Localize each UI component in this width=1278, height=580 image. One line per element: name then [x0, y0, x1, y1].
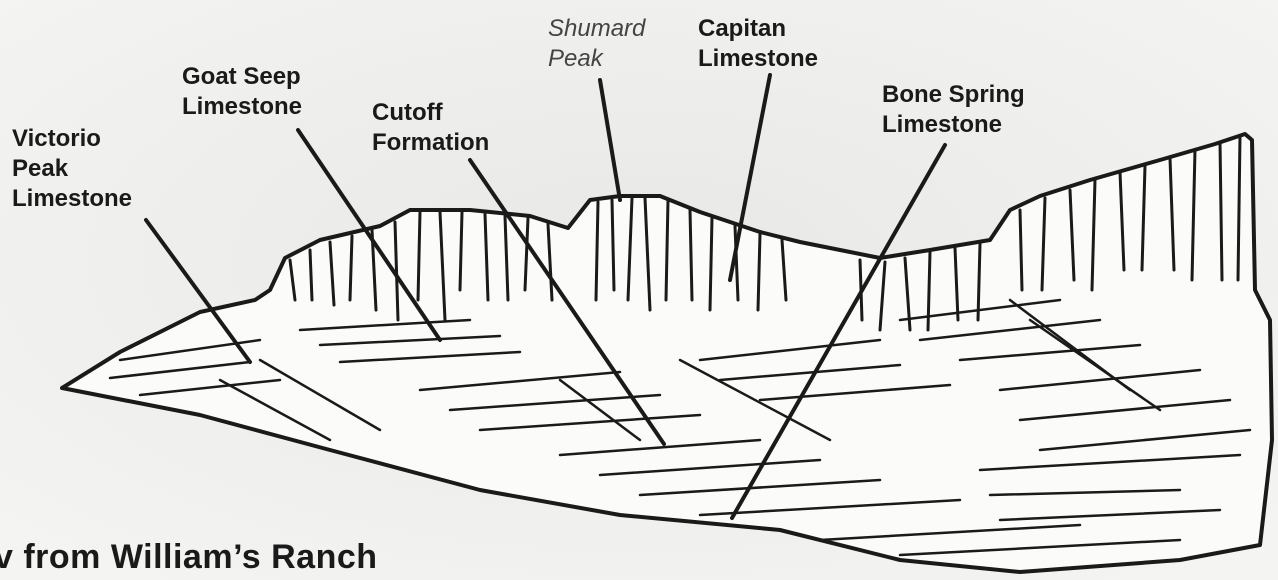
label-bone-spring: Bone Spring Limestone [882, 80, 1025, 140]
label-cutoff-formation: Cutoff Formation [372, 98, 489, 158]
label-capitan: Capitan Limestone [698, 14, 818, 74]
label-shumard-peak: Shumard Peak [548, 14, 645, 74]
label-victorio-peak: Victorio Peak Limestone [12, 124, 132, 214]
caption: v from William’s Ranch [0, 538, 378, 577]
label-goat-seep: Goat Seep Limestone [182, 62, 302, 122]
